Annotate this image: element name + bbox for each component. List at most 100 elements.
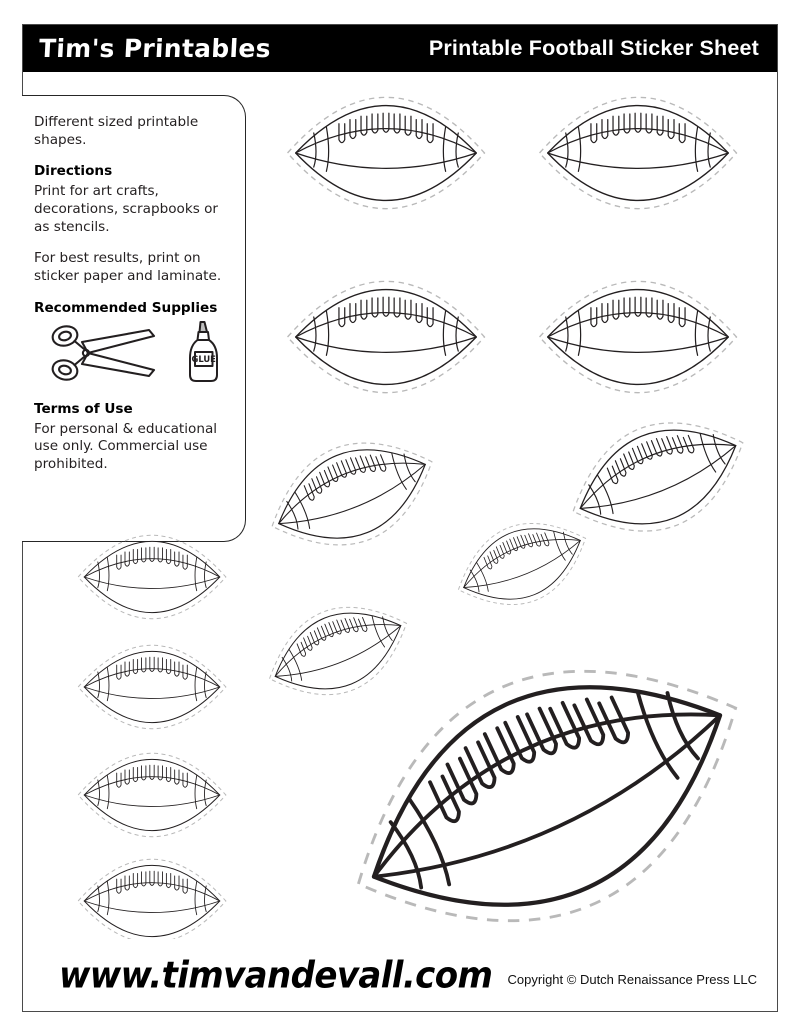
football-stripe-4 — [204, 779, 207, 807]
football-stripe-4 — [204, 885, 207, 913]
football-laces — [338, 296, 434, 328]
football-stripe-4 — [712, 434, 726, 465]
football-stripe-4 — [382, 616, 393, 641]
football-top-seam — [83, 668, 221, 688]
terms-text: For personal & educational use only. Com… — [34, 420, 218, 473]
football-sticker[interactable] — [71, 858, 233, 944]
supplies-icon-row: GLUE — [48, 320, 229, 389]
football-stripe-2 — [597, 474, 614, 515]
website-url: www.timvandevall.com — [59, 953, 493, 997]
football-stripe-1 — [97, 885, 100, 913]
football-stripe-3 — [391, 452, 407, 490]
best-results-text: For best results, print on sticker paper… — [34, 250, 222, 285]
football-stripe-4 — [403, 453, 416, 483]
football-laces — [116, 870, 188, 894]
football-graphic-football-12 — [77, 858, 227, 944]
football-outline — [278, 449, 426, 539]
football-graphic-football-4 — [538, 280, 738, 394]
cut-line — [77, 644, 227, 730]
football-top-seam — [83, 776, 221, 796]
football-laces — [606, 434, 695, 485]
directions-heading: Directions — [34, 163, 113, 180]
football-graphic-football-3 — [286, 280, 486, 394]
football-stripe-3 — [553, 531, 566, 561]
football-top-seam — [547, 312, 729, 338]
football-stripe-4 — [665, 691, 700, 761]
cut-line — [538, 280, 738, 394]
football-stripe-2 — [325, 310, 330, 356]
football-laces — [116, 764, 188, 788]
football-sticker[interactable] — [529, 96, 747, 210]
football-top-seam — [83, 882, 221, 902]
printable-page: Tim's Printables Printable Football Stic… — [22, 24, 778, 1012]
football-laces — [303, 454, 387, 501]
football-stripe-4 — [707, 316, 711, 352]
football-laces — [116, 656, 188, 680]
football-top-seam — [372, 712, 722, 879]
football-sticker[interactable] — [438, 500, 606, 629]
football-stripe-2 — [106, 557, 110, 592]
football-top-seam — [579, 443, 737, 509]
cut-line — [286, 280, 486, 394]
football-graphic-football-5 — [572, 422, 744, 532]
football-stripe-2 — [294, 491, 311, 529]
football-stripe-3 — [699, 433, 717, 473]
football-stripe-3 — [194, 667, 198, 702]
football-graphic-football-10 — [77, 644, 227, 730]
football-sticker[interactable] — [545, 391, 771, 563]
football-laces — [116, 546, 188, 570]
football-sticker[interactable] — [295, 576, 798, 1016]
football-stripe-3 — [194, 557, 198, 592]
page-footer: www.timvandevall.com Copyright © Dutch R… — [23, 939, 777, 1011]
football-graphic-football-8 — [268, 606, 408, 696]
cut-line — [538, 96, 738, 210]
football-stripe-2 — [288, 649, 303, 681]
football-stripe-3 — [194, 775, 198, 810]
football-sticker[interactable] — [247, 582, 429, 721]
football-seam — [295, 336, 477, 353]
football-stripe-3 — [194, 881, 198, 916]
football-stripe-4 — [455, 132, 459, 168]
football-sticker[interactable] — [246, 413, 459, 575]
football-stripe-2 — [106, 775, 110, 810]
football-stripe-1 — [286, 500, 299, 530]
football-stripe-2 — [577, 310, 582, 356]
football-stripe-3 — [442, 310, 447, 356]
football-outline — [274, 612, 402, 690]
football-stripe-4 — [707, 132, 711, 168]
football-outline — [463, 528, 581, 600]
football-top-seam — [83, 558, 221, 578]
football-sticker[interactable] — [529, 280, 747, 394]
football-sticker[interactable] — [71, 644, 233, 730]
football-seam — [295, 152, 477, 169]
football-stripe-4 — [204, 561, 207, 589]
football-stripe-1 — [97, 671, 100, 699]
cut-line — [268, 606, 408, 696]
football-laces — [296, 616, 368, 657]
cut-line — [77, 752, 227, 838]
football-stripe-1 — [388, 820, 424, 890]
football-stripe-1 — [565, 132, 569, 168]
football-sticker[interactable] — [277, 96, 495, 210]
football-top-seam — [295, 128, 477, 154]
supplies-heading: Recommended Supplies — [34, 299, 218, 316]
football-seam — [579, 445, 737, 509]
football-stripe-2 — [476, 562, 489, 592]
copyright-notice: Copyright © Dutch Renaissance Press LLC — [507, 972, 757, 987]
football-graphic-football-1 — [286, 96, 486, 210]
football-laces — [338, 112, 434, 144]
directions-text: Print for art crafts, decorations, scrap… — [34, 183, 219, 235]
football-graphic-football-7 — [457, 523, 587, 605]
football-stripe-1 — [469, 569, 480, 593]
football-stripe-1 — [281, 656, 293, 682]
football-stripe-2 — [106, 667, 110, 702]
football-stripe-1 — [565, 316, 569, 352]
football-sticker[interactable] — [277, 280, 495, 394]
football-stripe-1 — [97, 561, 100, 589]
terms-heading: Terms of Use — [34, 400, 133, 417]
football-sticker[interactable] — [71, 534, 233, 620]
football-laces — [590, 296, 686, 328]
football-sticker[interactable] — [71, 752, 233, 838]
football-graphic-football-9 — [77, 534, 227, 620]
football-top-seam — [547, 128, 729, 154]
